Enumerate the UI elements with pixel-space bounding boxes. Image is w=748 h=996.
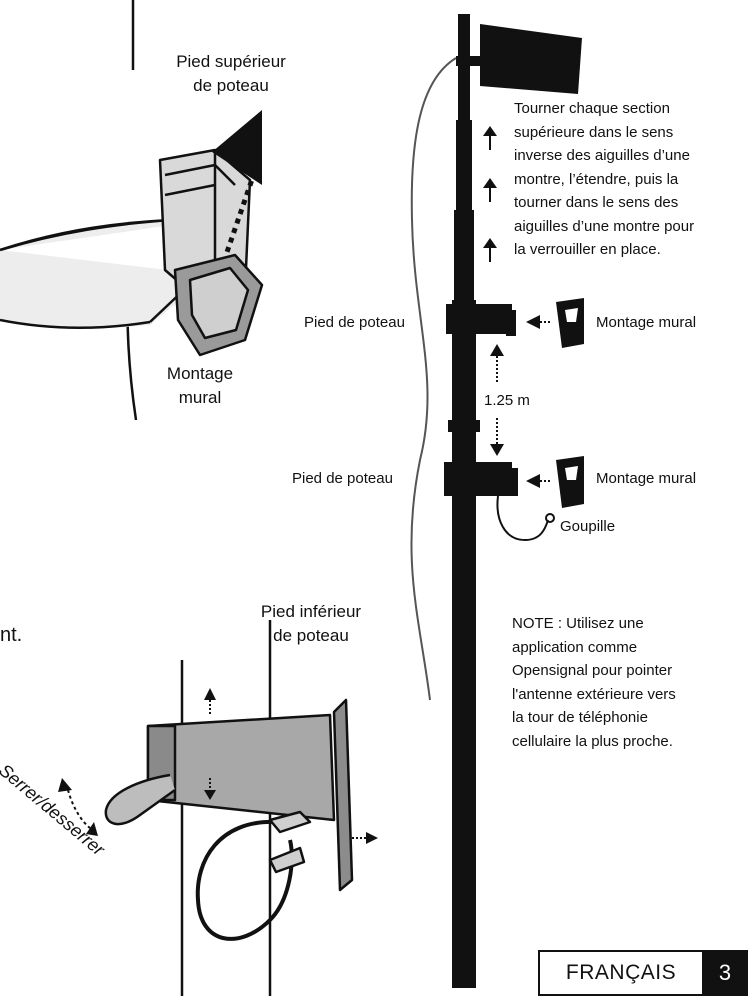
tighten-arrows <box>58 688 378 844</box>
language-label: FRANÇAIS <box>538 950 702 996</box>
wall-mount-label-1: Montage mural <box>596 314 697 331</box>
cut-off-text: nt. <box>0 624 23 646</box>
bottom-pole-foot-detail <box>104 620 354 996</box>
extend-instructions: Tourner chaque section supérieure dans l… <box>514 100 695 258</box>
wall-mount-label-2: Montage mural <box>596 470 697 487</box>
pole-foot-label-2: Pied de poteau <box>292 470 393 487</box>
spacing-label: 1.25 m <box>484 392 530 409</box>
language-tag: FRANÇAIS 3 <box>538 950 748 996</box>
top-pole-foot-label: Pied supérieur de poteau <box>176 52 286 95</box>
top-pole-foot-detail <box>0 0 264 421</box>
up-arrow-icon <box>212 110 262 185</box>
mount-arrows <box>526 315 552 488</box>
note-text: NOTE : Utilisez une application comme Op… <box>512 615 676 750</box>
extend-arrows <box>483 126 497 262</box>
wall-mount-icon <box>556 298 584 508</box>
bottom-pole-foot-label: Pied inférieur de poteau <box>260 602 362 645</box>
page-number: 3 <box>702 950 748 996</box>
pin-icon <box>545 513 555 523</box>
pole-foot-label-1: Pied de poteau <box>304 314 405 331</box>
mast-pole <box>410 14 582 988</box>
antenna-icon <box>480 24 582 94</box>
wall-mount-detail-label: Montage mural <box>166 364 234 407</box>
pin-label: Goupille <box>560 518 616 535</box>
spacing-arrow <box>490 344 504 456</box>
